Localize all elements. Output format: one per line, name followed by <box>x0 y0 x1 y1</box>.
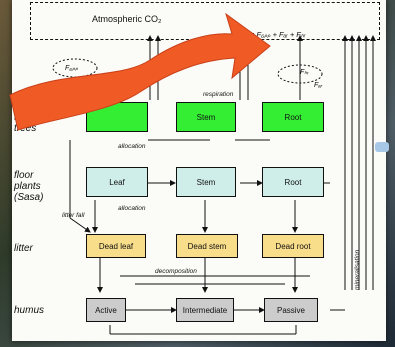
orange-arrow <box>0 0 395 347</box>
